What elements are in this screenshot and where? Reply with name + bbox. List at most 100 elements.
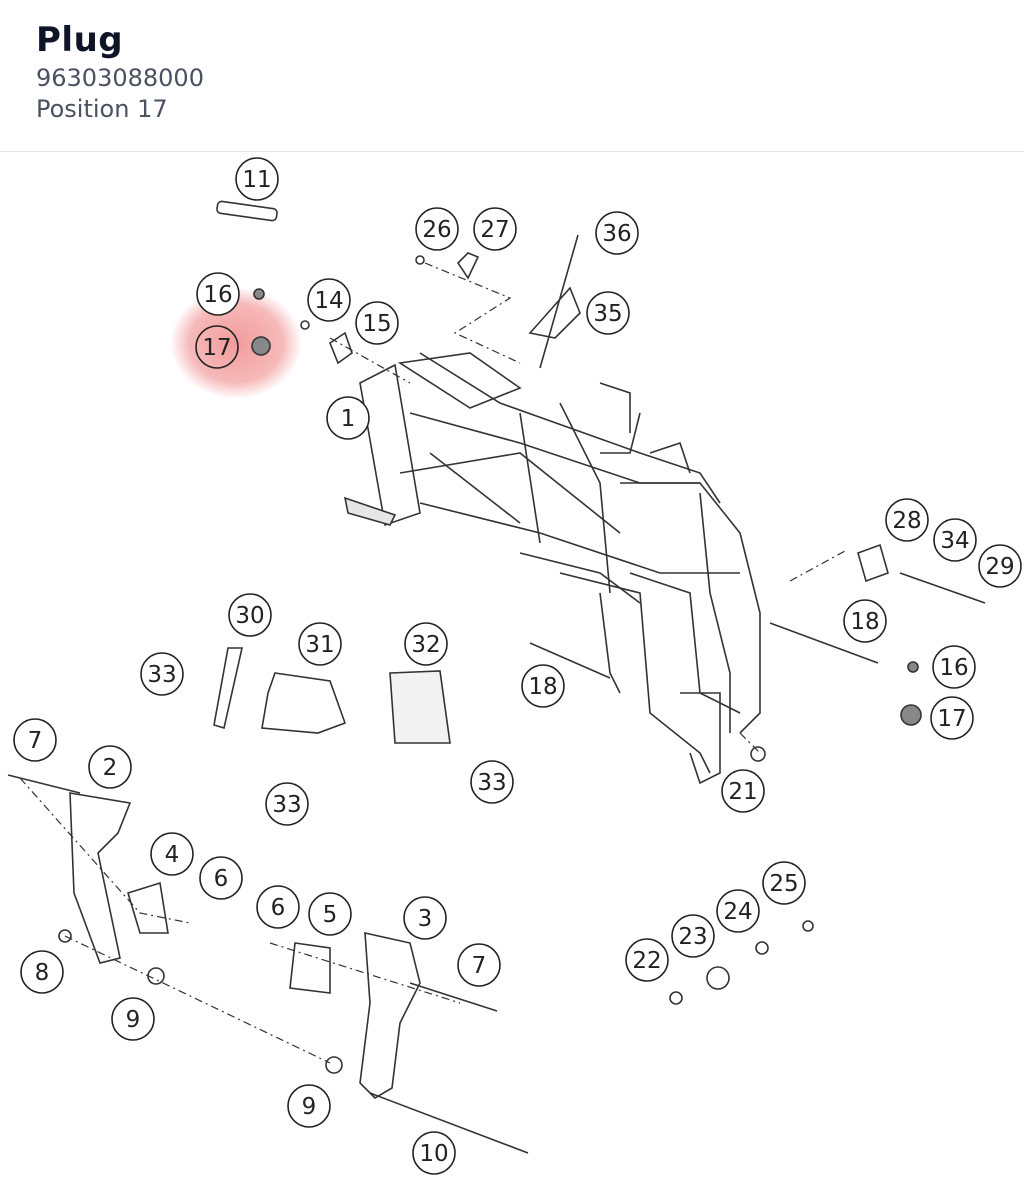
callout-circle	[298, 622, 342, 666]
callout-number: 8	[35, 960, 50, 986]
callout-9[interactable]: 9	[111, 997, 155, 1041]
callout-number: 16	[203, 282, 232, 308]
callout-1[interactable]: 1	[326, 396, 370, 440]
part-7-bolt-right	[409, 982, 498, 1012]
part-29-bolt	[899, 572, 986, 604]
callout-36[interactable]: 36	[595, 211, 639, 255]
callout-number: 9	[126, 1007, 141, 1033]
callout-30[interactable]: 30	[228, 593, 272, 637]
callout-33[interactable]: 33	[140, 652, 184, 696]
callout-15[interactable]: 15	[355, 301, 399, 345]
part-28-clamp	[857, 543, 889, 583]
callout-21[interactable]: 21	[721, 769, 765, 813]
part-9-spacer-right	[325, 1056, 343, 1074]
callout-circle	[716, 889, 760, 933]
part-title: Plug	[36, 20, 124, 60]
callout-6[interactable]: 6	[199, 856, 243, 900]
callout-28[interactable]: 28	[885, 498, 929, 542]
callout-circle	[978, 544, 1022, 588]
callout-2[interactable]: 2	[88, 745, 132, 789]
callout-number: 18	[528, 674, 557, 700]
callout-circle	[287, 1084, 331, 1128]
callout-23[interactable]: 23	[671, 914, 715, 958]
callout-number: 17	[937, 706, 966, 732]
callout-number: 21	[728, 779, 757, 805]
callout-11[interactable]: 11	[235, 157, 279, 201]
callout-8[interactable]: 8	[20, 950, 64, 994]
callout-circle	[256, 885, 300, 929]
callout-33[interactable]: 33	[470, 760, 514, 804]
callout-number: 33	[147, 662, 176, 688]
callout-10[interactable]: 10	[412, 1131, 456, 1175]
callout-4[interactable]: 4	[150, 832, 194, 876]
callout-number: 26	[422, 217, 451, 243]
callout-33[interactable]: 33	[265, 782, 309, 826]
callout-26[interactable]: 26	[415, 207, 459, 251]
callout-circle	[473, 207, 517, 251]
callout-29[interactable]: 29	[978, 544, 1022, 588]
callout-circle	[196, 272, 240, 316]
part-22-washer	[669, 991, 683, 1005]
callout-22[interactable]: 22	[625, 938, 669, 982]
callout-5[interactable]: 5	[308, 892, 352, 936]
part-9-spacer-left	[147, 967, 165, 985]
callout-number: 15	[362, 311, 391, 337]
part-35-bracket	[528, 286, 581, 339]
callout-number: 22	[632, 948, 661, 974]
callout-17[interactable]: 17	[930, 696, 974, 740]
part-15-clip	[329, 331, 353, 365]
callout-circle	[20, 950, 64, 994]
callout-24[interactable]: 24	[716, 889, 760, 933]
callout-number: 3	[418, 906, 433, 932]
callout-number: 14	[314, 288, 343, 314]
callout-circle	[457, 943, 501, 987]
callout-circle	[885, 498, 929, 542]
part-3-mount	[359, 931, 421, 1100]
part-25-screw	[802, 920, 814, 932]
frame-part-1	[343, 352, 761, 785]
callout-circle	[595, 211, 639, 255]
callout-14[interactable]: 14	[307, 278, 351, 322]
callout-circle	[199, 856, 243, 900]
callout-17[interactable]: 17	[195, 325, 239, 369]
callout-circle	[307, 278, 351, 322]
callout-7[interactable]: 7	[457, 943, 501, 987]
part-30-cover	[213, 647, 243, 730]
callout-number: 30	[235, 603, 264, 629]
callout-9[interactable]: 9	[287, 1084, 331, 1128]
callout-number: 32	[411, 632, 440, 658]
callout-35[interactable]: 35	[586, 291, 630, 335]
callout-circle	[140, 652, 184, 696]
part-17-plug-top	[251, 336, 271, 356]
callout-circle	[625, 938, 669, 982]
part-16-nut-top	[253, 288, 265, 300]
callout-circle	[355, 301, 399, 345]
callout-number: 16	[939, 655, 968, 681]
callout-circle	[228, 593, 272, 637]
callout-circle	[308, 892, 352, 936]
callout-number: 36	[602, 221, 631, 247]
callout-circle	[933, 518, 977, 562]
callout-circle	[195, 325, 239, 369]
callout-circle	[404, 622, 448, 666]
callout-27[interactable]: 27	[473, 207, 517, 251]
part-10-bolt	[369, 1092, 529, 1154]
callout-circle	[521, 664, 565, 708]
part-36-bolt	[539, 234, 579, 369]
callout-18[interactable]: 18	[843, 599, 887, 643]
callout-6[interactable]: 6	[256, 885, 300, 929]
callout-25[interactable]: 25	[762, 861, 806, 905]
callout-3[interactable]: 3	[403, 896, 447, 940]
callout-16[interactable]: 16	[196, 272, 240, 316]
callout-number: 24	[723, 899, 752, 925]
callout-circle	[403, 896, 447, 940]
callout-34[interactable]: 34	[933, 518, 977, 562]
callout-18[interactable]: 18	[521, 664, 565, 708]
callout-7[interactable]: 7	[13, 718, 57, 762]
callout-number: 7	[28, 728, 43, 754]
callout-16[interactable]: 16	[932, 645, 976, 689]
part-5-bracket	[289, 942, 331, 994]
callout-31[interactable]: 31	[298, 622, 342, 666]
callout-32[interactable]: 32	[404, 622, 448, 666]
